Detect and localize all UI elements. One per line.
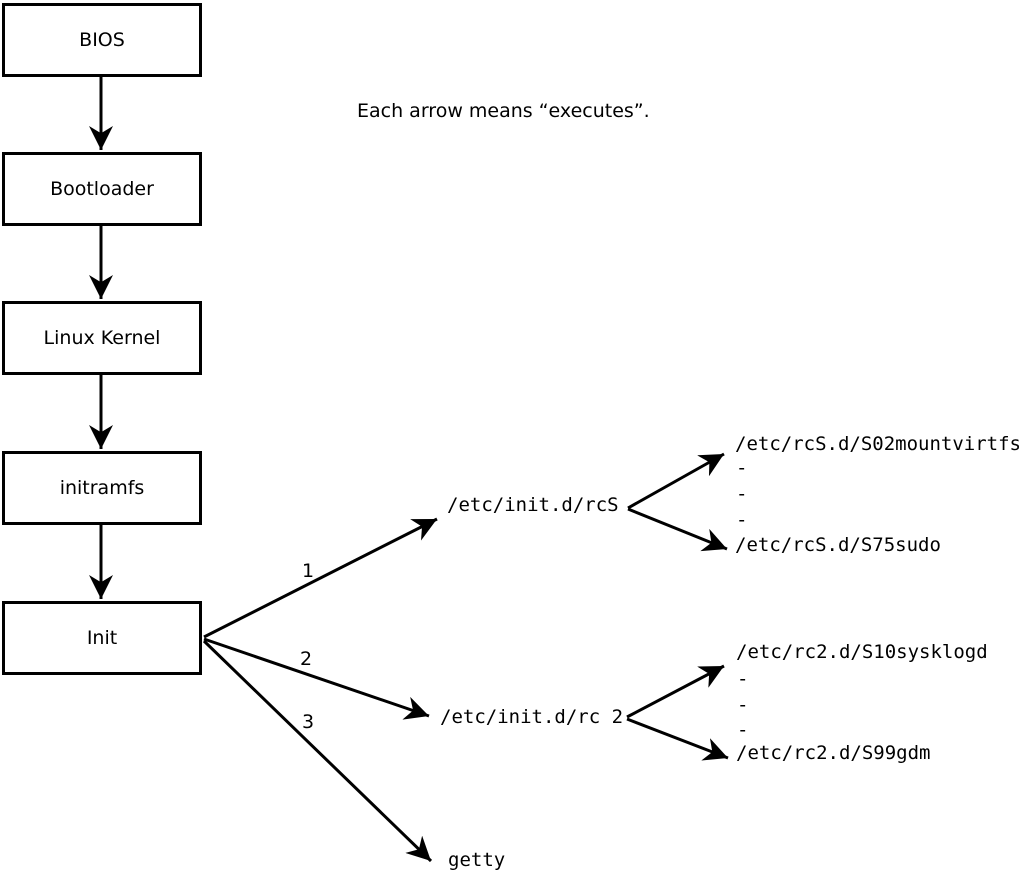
node-etc-init-d-rcs: /etc/init.d/rcS (447, 494, 619, 516)
legend-caption: Each arrow means “executes”. (357, 100, 650, 122)
node-rcs-first-script: /etc/rcS.d/S02mountvirtfs (735, 433, 1021, 455)
node-init: Init (2, 601, 202, 675)
node-initramfs-label: initramfs (59, 476, 145, 499)
rc2-ellipsis-dash-1: - (737, 668, 749, 690)
node-rc2-last-script: /etc/rc2.d/S99gdm (736, 742, 931, 764)
node-init-label: Init (86, 626, 118, 649)
node-rc2-first-script: /etc/rc2.d/S10sysklogd (736, 641, 988, 663)
node-linux-kernel-label: Linux Kernel (43, 326, 161, 349)
rcs-ellipsis-dash-2: - (736, 483, 748, 505)
arrow-rc2-to-first-script-icon (626, 664, 725, 719)
node-bootloader-label: Bootloader (50, 177, 154, 200)
rc2-ellipsis-dash-2: - (737, 694, 749, 716)
arrow-init-to-rcs-icon (203, 517, 438, 639)
node-initramfs: initramfs (2, 451, 202, 525)
arrow-init-to-getty-icon (202, 639, 433, 863)
arrow-rcs-to-first-script-icon (627, 452, 725, 510)
node-linux-kernel: Linux Kernel (2, 301, 202, 375)
rcs-ellipsis-dash-3: - (736, 509, 748, 531)
node-bios: BIOS (2, 3, 202, 77)
node-rcs-last-script: /etc/rcS.d/S75sudo (735, 534, 941, 556)
node-getty: getty (448, 849, 506, 871)
arrow-order-label-1: 1 (302, 560, 315, 582)
arrow-init-to-rc2-icon (203, 637, 430, 720)
arrow-order-label-3: 3 (302, 711, 315, 733)
rc2-ellipsis-dash-3: - (737, 719, 749, 741)
arrow-rcs-to-last-script-icon (627, 507, 728, 552)
rcs-ellipsis-dash-1: - (736, 457, 748, 479)
node-bios-label: BIOS (79, 28, 125, 51)
arrow-rc2-to-last-script-icon (626, 717, 729, 761)
arrow-order-label-2: 2 (300, 648, 313, 670)
node-bootloader: Bootloader (2, 152, 202, 226)
node-etc-init-d-rc2: /etc/init.d/rc 2 (440, 706, 624, 728)
